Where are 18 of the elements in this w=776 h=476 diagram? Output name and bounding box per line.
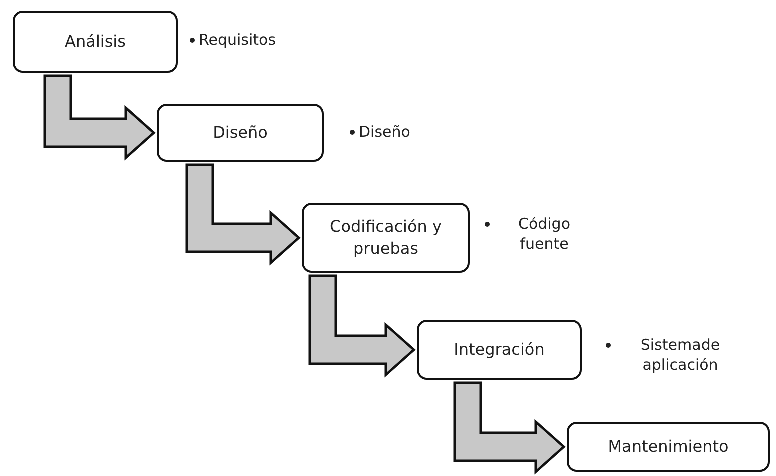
box-label: Integración — [454, 339, 545, 361]
process-box — [157, 104, 324, 162]
output-note: Sistemade aplicación — [640, 335, 722, 375]
box-label: Análisis — [65, 31, 126, 53]
box-label: Diseño — [213, 122, 268, 144]
process-box — [417, 320, 582, 380]
bent-arrow — [44, 74, 156, 161]
output-note: Diseño — [359, 122, 410, 142]
bent-arrow — [308, 274, 416, 378]
box-label: Codificación y pruebas — [329, 216, 443, 260]
output-note: Código fuente — [517, 214, 572, 254]
box-label: Mantenimiento — [608, 436, 729, 458]
process-box — [302, 203, 470, 273]
bent-arrow — [454, 382, 566, 475]
output-note: Requisitos — [199, 30, 276, 50]
process-box — [13, 11, 178, 73]
process-box — [567, 422, 770, 472]
bent-arrow — [186, 164, 301, 266]
